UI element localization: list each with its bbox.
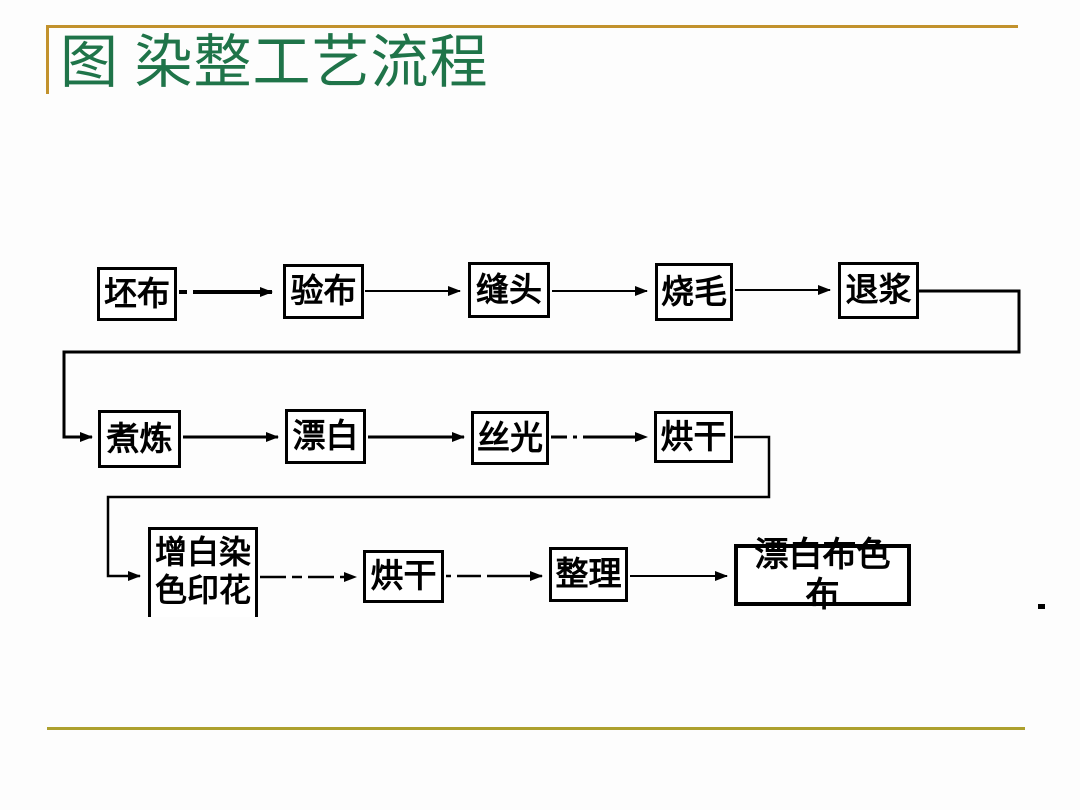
accent-rule-left [46, 25, 49, 94]
scan-artifact [1038, 604, 1045, 609]
flow-box-whitening-dyeing-printing: 增白染色印花 [148, 527, 258, 617]
accent-rule-bottom [47, 727, 1025, 730]
flow-box-cloth-inspection: 验布 [283, 264, 364, 319]
flow-box-bleaching: 漂白 [285, 409, 366, 464]
flow-box-scouring: 煮炼 [98, 410, 181, 468]
flow-box-bleached-and-colored-cloth: 漂白布色布 [734, 535, 911, 615]
flow-box-mercerizing: 丝光 [471, 411, 549, 465]
flow-box-drying-1: 烘干 [654, 411, 733, 463]
flow-box-desizing: 退浆 [838, 262, 919, 319]
flow-box-singeing: 烧毛 [655, 263, 733, 321]
page-title: 图 染整工艺流程 [60, 30, 489, 95]
flow-box-grey-cloth: 坯布 [97, 267, 177, 321]
flow-box-seaming: 缝头 [468, 262, 550, 318]
flow-box-finishing: 整理 [549, 547, 628, 602]
accent-rule-top [47, 25, 1018, 28]
flow-box-drying-2: 烘干 [363, 550, 444, 603]
